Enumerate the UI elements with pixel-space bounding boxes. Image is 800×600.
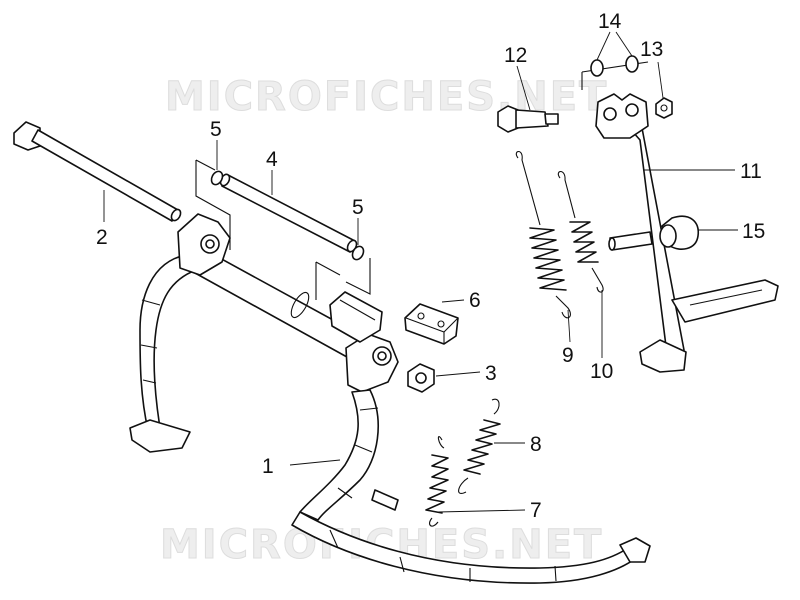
part-buffer	[404, 303, 459, 345]
callout-1: 1	[262, 455, 274, 478]
part-axle-bolt	[13, 121, 182, 222]
callout-10: 10	[590, 360, 613, 383]
part-lock-nut	[655, 97, 673, 119]
callout-11: 11	[740, 160, 762, 183]
callout-7: 7	[530, 499, 542, 522]
callout-6: 6	[469, 289, 481, 312]
part-oring-right	[315, 245, 371, 300]
part-bushing	[608, 215, 699, 251]
watermark-bottom: MICROFICHES.NET	[160, 522, 603, 568]
callout-14: 14	[598, 10, 622, 33]
part-nut	[407, 363, 435, 393]
part-spring-7	[425, 436, 449, 527]
callout-2: 2	[96, 226, 108, 249]
callout-12: 12	[504, 44, 527, 67]
callout-5-right: 5	[352, 196, 364, 219]
callout-5-left: 5	[210, 118, 222, 141]
watermark-top: MICROFICHES.NET	[165, 74, 608, 120]
leader-lines	[103, 31, 738, 513]
callout-13: 13	[640, 38, 663, 61]
callout-8: 8	[530, 433, 542, 456]
part-spring-9	[515, 150, 571, 319]
part-pivot-bolt	[497, 105, 559, 133]
part-spacer-tube	[219, 173, 358, 253]
part-mount-bracket	[581, 55, 649, 139]
callout-15: 15	[742, 220, 765, 243]
callout-4: 4	[266, 148, 278, 171]
part-spring-8	[458, 398, 501, 494]
part-center-stand	[129, 213, 651, 584]
part-oring-left	[195, 159, 231, 250]
part-side-stand	[611, 99, 779, 373]
callout-3: 3	[485, 362, 497, 385]
part-spring-10	[557, 170, 604, 293]
callout-9: 9	[562, 344, 574, 367]
